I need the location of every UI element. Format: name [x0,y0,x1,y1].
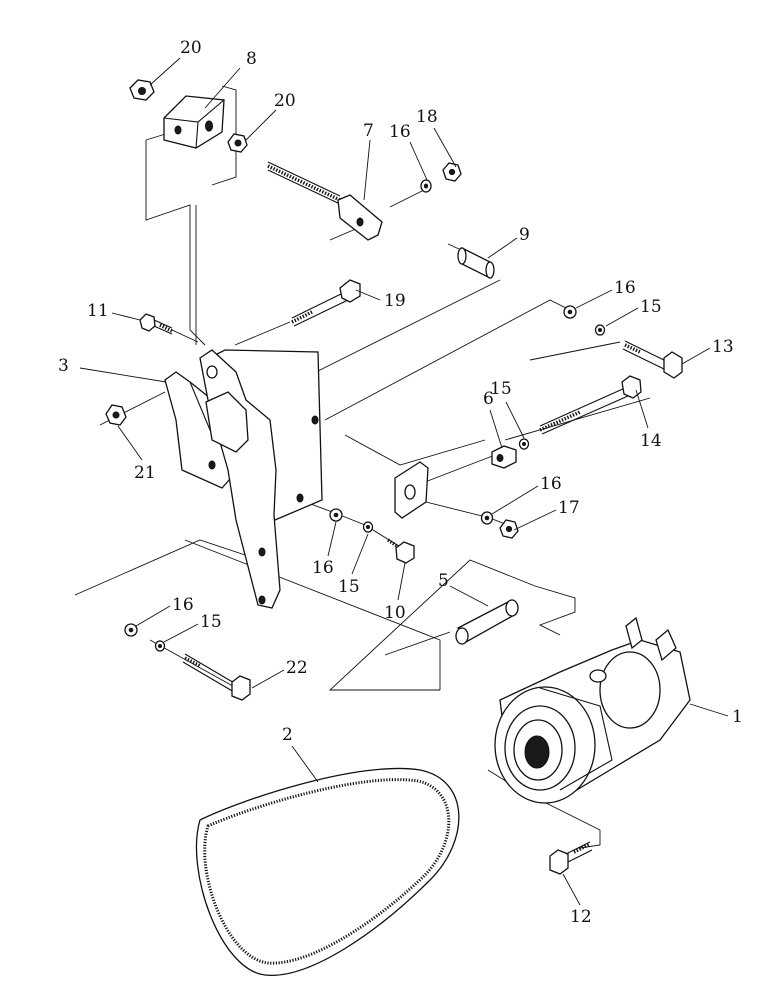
callout-20-top: 20 [180,38,202,58]
callout-5: 5 [438,571,449,591]
callout-16-mid: 16 [312,558,334,578]
nut-21 [105,404,127,426]
callout-19: 19 [384,291,406,311]
washer-15-left [154,640,166,652]
spacer-6 [491,445,517,469]
callout-18: 18 [416,107,438,127]
callout-8: 8 [246,49,257,69]
washer-15-mid [518,438,530,450]
callout-labels: 20 8 20 18 16 7 9 19 11 16 15 13 3 6 15 … [58,38,743,927]
callout-16-top: 16 [389,122,411,142]
bolt-11 [139,313,173,335]
callout-11: 11 [87,301,109,321]
spacer-5 [455,599,519,645]
callout-22: 22 [286,658,308,678]
bolt-12 [549,841,593,875]
callout-15-center: 15 [338,577,360,597]
callout-15-mid: 15 [490,379,512,399]
nut-18 [442,162,462,182]
washer-16-right [563,305,577,319]
callout-21: 21 [134,463,156,483]
washer-16-top [420,179,432,193]
bolt-22 [182,653,251,701]
washer-16-lower-right [480,511,494,525]
callout-13: 13 [712,337,734,357]
mounting-plate [199,349,323,609]
hex-nut-20-top [129,79,155,101]
washer-15-right [594,324,606,336]
washer-16-left [124,623,138,637]
bolt-13 [622,340,683,379]
small-bracket [394,461,429,519]
callout-16-right: 16 [614,278,636,298]
adjusting-rod-7 [267,161,383,241]
callout-2: 2 [282,725,293,745]
callout-16-lower-right: 16 [540,474,562,494]
leader-lines [79,57,729,906]
washer-16-mid [329,508,343,522]
bolt-10 [387,538,415,564]
hex-nut-20-second [227,133,248,153]
callout-17: 17 [558,498,580,518]
bolt-19 [291,279,361,327]
v-belt-2 [195,767,460,976]
callout-14: 14 [640,431,662,451]
callout-20-second: 20 [274,91,296,111]
nut-17 [499,519,519,539]
callout-10: 10 [384,603,406,623]
adjuster-block-8 [163,95,225,149]
long-bolt-14 [539,375,642,435]
callout-6: 6 [483,389,494,409]
spacer-9 [457,246,495,280]
callout-3: 3 [58,356,69,376]
callout-7: 7 [363,121,374,141]
callout-15-left: 15 [200,612,222,632]
washer-15-center [362,521,374,533]
ac-compressor-1 [494,616,691,804]
callout-9: 9 [519,225,530,245]
callout-12: 12 [570,907,592,927]
callout-1: 1 [732,707,743,727]
callout-16-left: 16 [172,595,194,615]
callout-15-right: 15 [640,297,662,317]
